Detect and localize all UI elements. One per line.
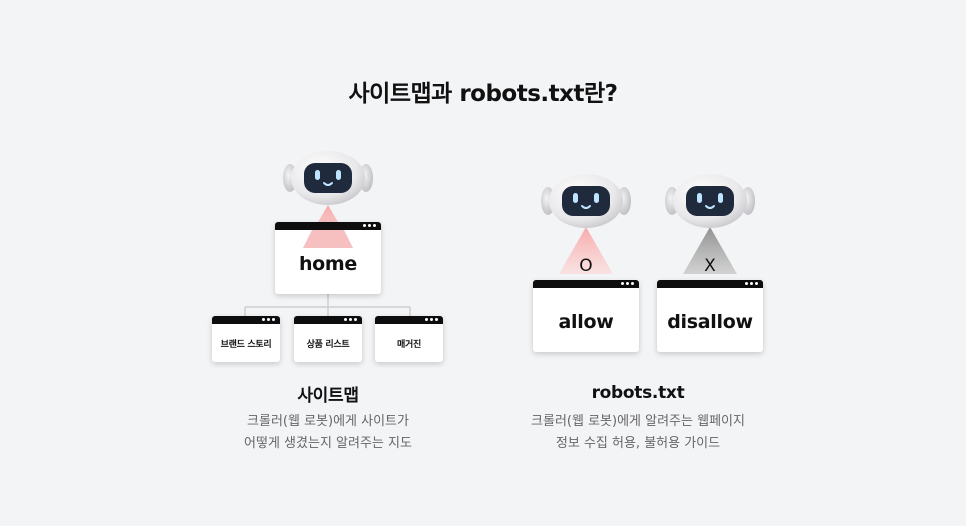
robot-icon	[540, 173, 632, 229]
allow-label: allow	[558, 311, 614, 333]
allow-card: allow	[533, 280, 639, 352]
page-title: 사이트맵과 robots.txt란?	[348, 81, 618, 107]
window-dots-icon	[621, 282, 634, 286]
sitemap-tree-lines	[244, 294, 411, 316]
disallow-mark: X	[704, 256, 716, 276]
sitemap-desc-line1: 크롤러(웹 로봇)에게 사이트가	[247, 414, 409, 429]
sitemap-child-label: 매거진	[397, 339, 421, 350]
robots-heading: robots.txt	[591, 383, 685, 403]
window-dots-icon	[425, 318, 438, 322]
sitemap-child-card: 상품 리스트	[294, 316, 362, 362]
allow-mark: O	[579, 256, 593, 276]
sitemap-child-label: 상품 리스트	[306, 339, 350, 350]
home-label: home	[298, 253, 358, 275]
sitemap-desc-line2: 어떻게 생겼는지 알려주는 지도	[244, 436, 412, 451]
sitemap-child-card: 브랜드 스토리	[212, 316, 280, 362]
disallow-scan-beam	[683, 227, 737, 274]
disallow-card: disallow	[657, 280, 763, 352]
window-dots-icon	[344, 318, 357, 322]
robot-icon	[664, 173, 756, 229]
allow-scan-beam	[559, 227, 613, 274]
disallow-label: disallow	[667, 311, 753, 333]
robots-desc-line2: 정보 수집 허용, 불허용 가이드	[555, 436, 721, 451]
home-card: home	[275, 222, 381, 294]
sitemap-child-label: 브랜드 스토리	[220, 339, 272, 350]
robots-description: 크롤러(웹 로봇)에게 알려주는 웹페이지 정보 수집 허용, 불허용 가이드	[488, 411, 788, 455]
sitemap-child-card: 매거진	[375, 316, 443, 362]
sitemap-description: 크롤러(웹 로봇)에게 사이트가 어떻게 생겼는지 알려주는 지도	[178, 411, 478, 455]
robots-desc-line1: 크롤러(웹 로봇)에게 알려주는 웹페이지	[531, 414, 745, 429]
window-dots-icon	[363, 224, 376, 228]
window-dots-icon	[745, 282, 758, 286]
window-dots-icon	[262, 318, 275, 322]
robot-icon	[282, 150, 374, 206]
sitemap-heading: 사이트맵	[297, 386, 359, 406]
